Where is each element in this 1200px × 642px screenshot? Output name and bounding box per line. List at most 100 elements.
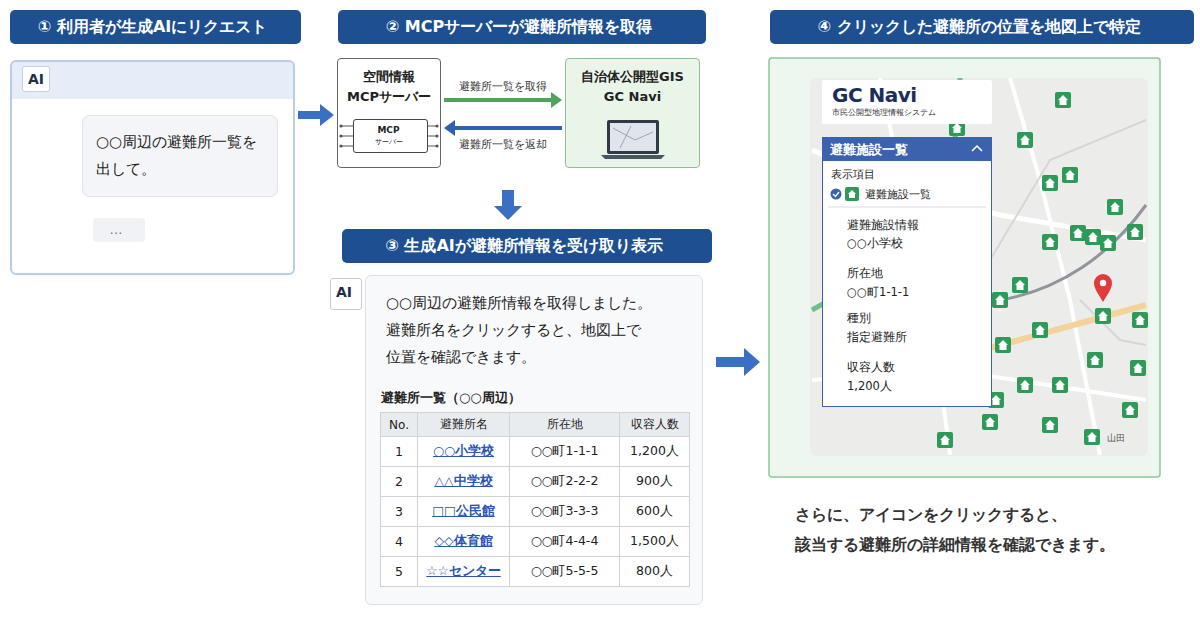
shelter-icon	[1042, 417, 1058, 433]
node-text: GC Navi	[832, 83, 972, 107]
node-text: 所在地	[847, 266, 987, 281]
node-box: ① 利用者が生成AIにリクエスト	[10, 10, 301, 44]
map-place-name: 山田	[1107, 433, 1125, 444]
shelter-icon	[1100, 235, 1116, 251]
shelter-icon-house	[1015, 280, 1025, 290]
shelter-icon-house	[1035, 325, 1045, 335]
step-arrow	[494, 190, 522, 220]
shelter-icon	[1055, 92, 1071, 108]
shelter-icon-house	[1045, 237, 1055, 247]
circuit-dot	[435, 124, 438, 127]
node-text: 空間情報 MCPサーバー	[344, 67, 434, 107]
shelter-icon-house	[1103, 238, 1113, 248]
arrow-head	[320, 104, 334, 126]
node-box: …	[93, 218, 145, 242]
node-text: …	[93, 221, 139, 239]
node-text: 表示項目	[831, 167, 981, 182]
node-text: ○○周辺の避難所一覧を出して。	[96, 129, 268, 183]
shelter-icon	[1130, 360, 1146, 376]
laptop-display	[610, 123, 656, 151]
location-pin-dot	[1100, 280, 1106, 286]
shelter-icon	[937, 432, 953, 448]
connector-line	[298, 111, 321, 119]
shelter-icon-house	[1135, 315, 1145, 325]
check-icon	[830, 188, 841, 199]
node-text: ○○小学校	[847, 236, 987, 251]
laptop-base	[601, 155, 665, 159]
shelter-icon	[1017, 132, 1033, 148]
node-text: 収容人数	[847, 360, 987, 375]
shelter-icon-house	[1065, 170, 1075, 180]
shelter-icon-house	[848, 190, 856, 198]
shelter-icon-house	[1125, 405, 1135, 415]
node-box: ④ クリックした避難所の位置を地図上で特定	[770, 10, 1194, 44]
node-text: サーバー	[354, 138, 423, 147]
node-text: 避難施設一覧	[830, 141, 960, 158]
shelter-icon	[1052, 377, 1068, 393]
circuit-dot	[339, 144, 342, 147]
arrow-head	[551, 92, 562, 108]
connector-line	[454, 126, 562, 130]
node-text: AI	[331, 281, 357, 303]
step-arrow	[716, 348, 760, 376]
shelter-icon-house	[1045, 178, 1055, 188]
node-box: ○○周辺の避難所情報を取得しました。 避難所名をクリックすると、地図上で 位置を…	[365, 275, 703, 605]
shelter-icon	[1042, 234, 1058, 250]
connector	[444, 92, 562, 108]
shelter-icon	[1017, 377, 1033, 393]
connector	[298, 104, 334, 126]
shelter-icon-house	[1098, 311, 1108, 321]
shelter-icon-house	[998, 340, 1008, 350]
node-text: 市民公開型地理情報システム	[832, 108, 982, 118]
node-box: GC Navi市民公開型地理情報システム	[822, 80, 992, 124]
shelter-icon	[1122, 402, 1138, 418]
shelter-icon-house	[1130, 227, 1140, 237]
circuit-line	[341, 145, 353, 146]
location-pin	[1094, 274, 1112, 302]
node-text: AI	[22, 66, 50, 92]
shelter-icon-house	[1090, 355, 1100, 365]
node-box: ③ 生成AIが避難所情報を受け取り表示	[342, 229, 712, 263]
circuit-dot	[435, 144, 438, 147]
circuit-line	[341, 135, 353, 136]
shelter-icon	[995, 337, 1011, 353]
shelter-icon-house	[1073, 228, 1083, 238]
map	[810, 78, 1148, 456]
shelter-icon-house	[1045, 420, 1055, 430]
node-box: 自治体公開型GIS GC Navi	[565, 58, 700, 168]
shelter-icon-house	[1020, 135, 1030, 145]
shelter-icon	[992, 292, 1008, 308]
shelter-icon	[1042, 175, 1058, 191]
shelter-icon	[1032, 322, 1048, 338]
shelter-icon	[1084, 429, 1100, 445]
shelter-icon-house	[1110, 202, 1120, 212]
arrow-head	[444, 120, 455, 136]
circuit-dot	[339, 124, 342, 127]
connector	[444, 120, 562, 136]
node-box: AI	[330, 278, 362, 310]
node-text: ① 利用者が生成AIにリクエスト	[10, 17, 295, 37]
node-box: 避難施設一覧表示項目避難施設一覧避難施設情報○○小学校所在地○○町1-1-1種別…	[822, 137, 992, 407]
shelter-icon-house	[940, 435, 950, 445]
divider	[828, 206, 986, 207]
node-text: ④ クリックした避難所の位置を地図上で特定	[770, 17, 1188, 37]
node-text: ○○町1-1-1	[847, 285, 987, 300]
shelter-icon	[1107, 199, 1123, 215]
shelter-icon	[1062, 167, 1078, 183]
shelter-icon	[1095, 308, 1111, 324]
node-text: ③ 生成AIが避難所情報を受け取り表示	[342, 236, 706, 256]
shelter-icon-house	[1087, 432, 1097, 442]
node-box: ② MCPサーバーが避難所情報を取得	[338, 10, 706, 44]
node-text: 指定避難所	[847, 330, 987, 345]
edge-label: 避難所一覧を返却	[457, 138, 549, 152]
chevron-icon	[972, 146, 982, 151]
node-text: 避難施設情報	[847, 218, 987, 233]
node-text: 1,200人	[847, 379, 987, 394]
laptop-screen	[607, 120, 659, 154]
shelter-icon-house	[1055, 380, 1065, 390]
map-panel	[769, 58, 1160, 477]
node-box: 空間情報 MCPサーバーMCPサーバー	[337, 58, 441, 168]
shelter-icon-house	[985, 417, 995, 427]
